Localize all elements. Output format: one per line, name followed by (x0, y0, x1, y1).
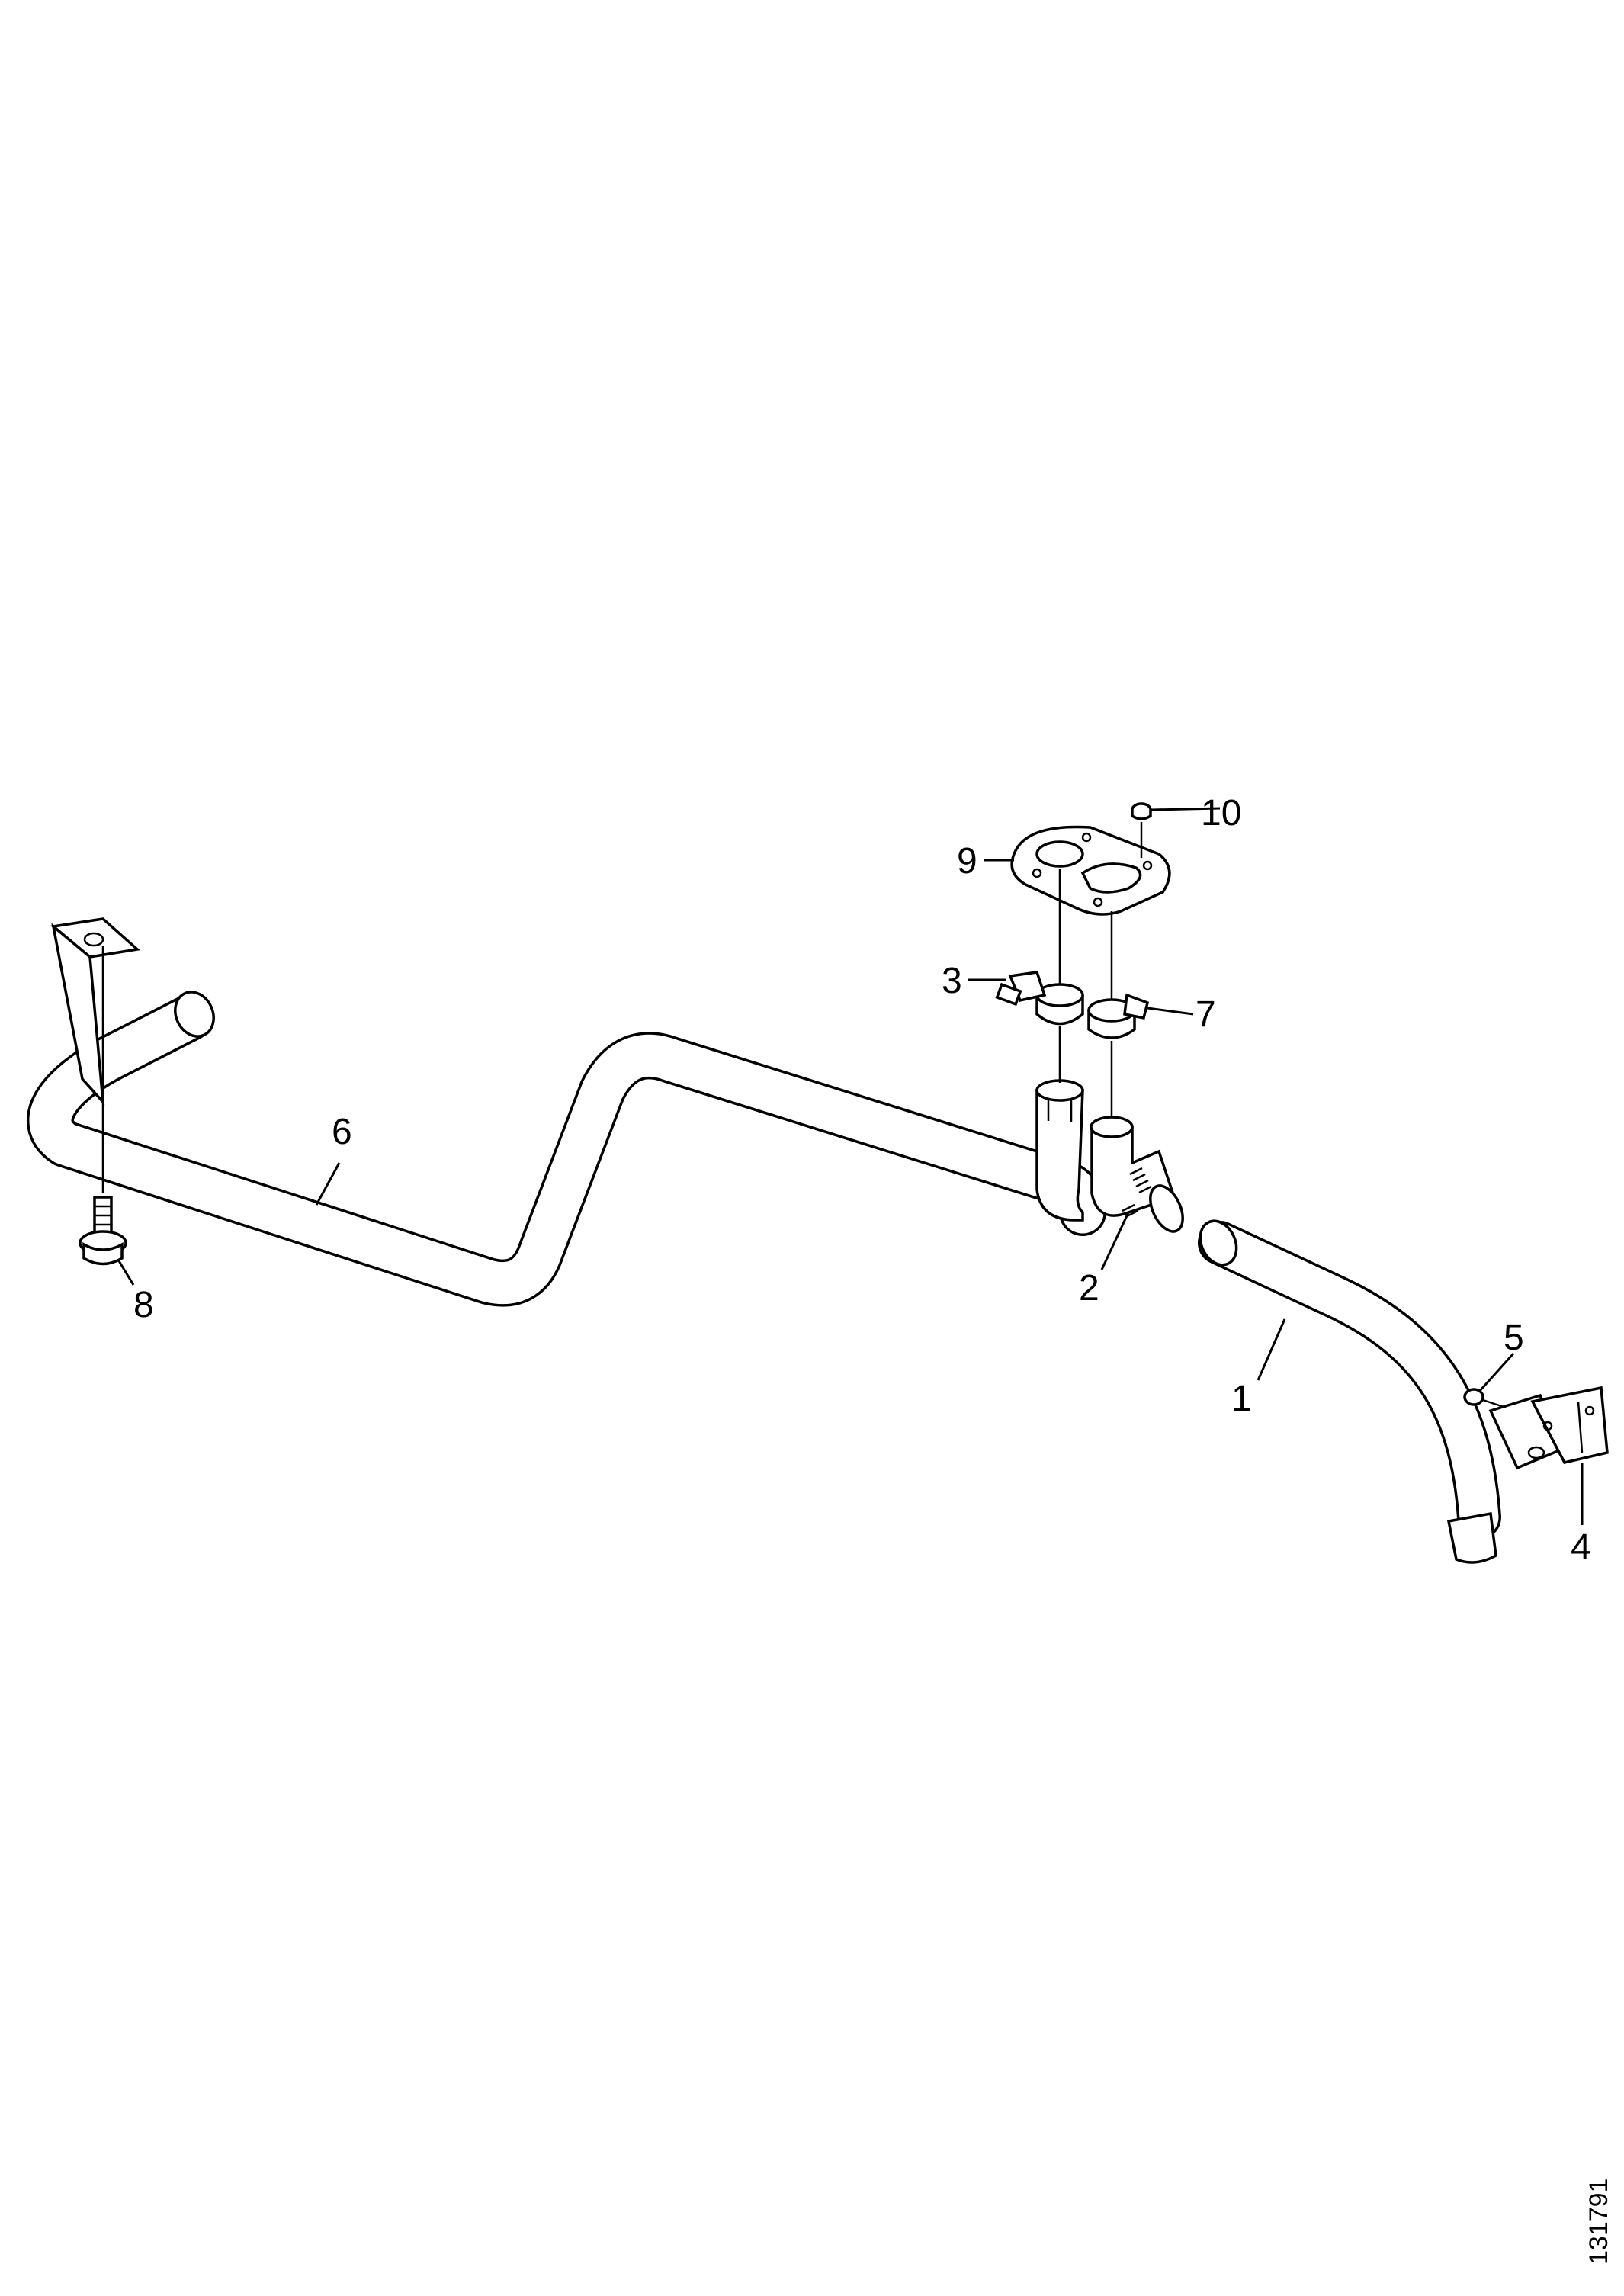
callout-3: 3 (942, 961, 962, 1001)
tube-part-6 (27, 991, 1106, 1307)
bolt-part-8 (79, 1196, 127, 1266)
callout-2: 2 (1079, 1268, 1099, 1309)
elbow-hose-part-2 (1090, 1116, 1184, 1233)
hose-part-1 (1198, 1219, 1501, 1564)
callout-10: 10 (1201, 793, 1241, 833)
callout-1: 1 (1231, 1379, 1252, 1419)
callout-8: 8 (133, 1285, 154, 1325)
assembly-guide-lines (1058, 822, 1143, 1117)
nut-part-5 (1463, 1388, 1507, 1409)
nut-part-10 (1131, 802, 1152, 820)
leader-lines (117, 807, 1584, 1525)
callout-labels: 10 9 3 7 6 8 2 1 5 4 (133, 793, 1591, 1568)
callout-5: 5 (1504, 1318, 1524, 1358)
clamp-part-3 (995, 971, 1084, 1026)
callout-4: 4 (1571, 1527, 1591, 1568)
figure-number: 131791 (1584, 2179, 1613, 2265)
flange-plate-part-9 (1010, 825, 1171, 916)
mounting-bracket-left (50, 917, 140, 1193)
callout-7: 7 (1196, 994, 1216, 1035)
bracket-part-4 (1488, 1386, 1609, 1470)
callout-6: 6 (332, 1112, 352, 1152)
callout-9: 9 (957, 841, 977, 881)
elbow-connector-left (1035, 1079, 1084, 1222)
clamp-part-7 (1087, 993, 1150, 1039)
